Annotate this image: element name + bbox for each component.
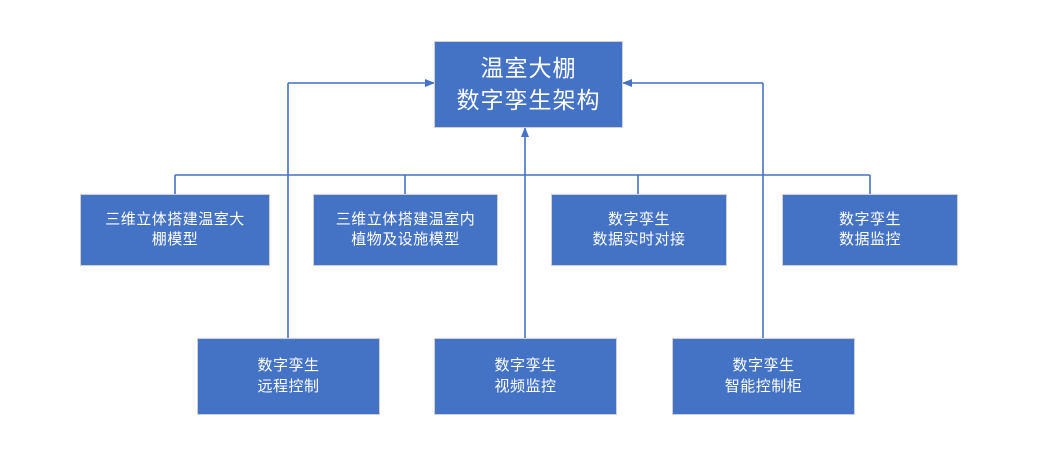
- node-smart-control-cabinet-label: 数字孪生 智能控制柜: [724, 357, 803, 395]
- node-video-monitoring-label: 数字孪生 视频监控: [494, 357, 557, 395]
- node-smart-control-cabinet[interactable]: 数字孪生 智能控制柜: [672, 338, 855, 415]
- node-realtime-data-docking[interactable]: 数字孪生 数据实时对接: [551, 194, 727, 266]
- node-data-monitoring-label: 数字孪生 数据监控: [838, 210, 901, 248]
- node-3d-plant-facility-model[interactable]: 三维立体搭建温室内 植物及设施模型: [313, 194, 498, 266]
- node-data-monitoring[interactable]: 数字孪生 数据监控: [782, 194, 958, 266]
- node-root[interactable]: 温室大棚 数字孪生架构: [434, 41, 623, 128]
- node-video-monitoring[interactable]: 数字孪生 视频监控: [434, 338, 617, 415]
- node-3d-greenhouse-model[interactable]: 三维立体搭建温室大 棚模型: [80, 194, 270, 266]
- node-3d-plant-facility-model-label: 三维立体搭建温室内 植物及设施模型: [335, 210, 476, 248]
- node-root-label: 温室大棚 数字孪生架构: [456, 55, 601, 113]
- node-remote-control-label: 数字孪生 远程控制: [257, 357, 320, 395]
- node-3d-greenhouse-model-label: 三维立体搭建温室大 棚模型: [105, 210, 245, 248]
- connector-group: [174, 79, 871, 338]
- node-remote-control[interactable]: 数字孪生 远程控制: [197, 338, 380, 415]
- node-realtime-data-docking-label: 数字孪生 数据实时对接: [592, 210, 686, 248]
